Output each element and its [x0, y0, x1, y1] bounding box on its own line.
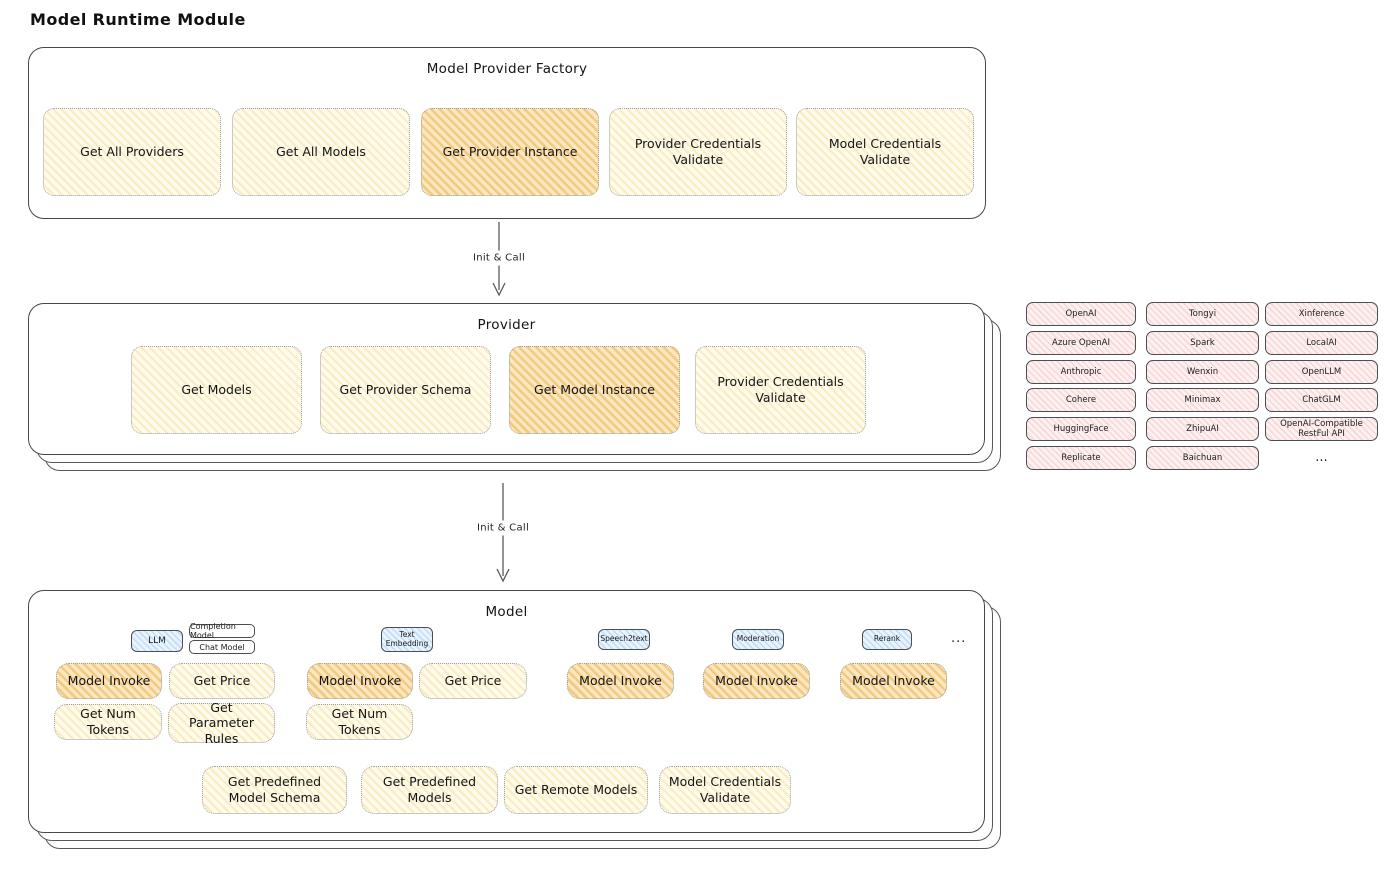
node-get-model-instance: Get Model Instance	[509, 346, 680, 434]
pill-azure-openai: Azure OpenAI	[1026, 331, 1136, 355]
tag-rerank: Rerank	[862, 629, 912, 650]
node-get-all-models: Get All Models	[232, 108, 410, 196]
node-embedding-get-num-tokens: Get Num Tokens	[306, 704, 413, 740]
pill-huggingface: HuggingFace	[1026, 417, 1136, 441]
node-rerank-model-invoke: Model Invoke	[840, 663, 947, 699]
node-get-all-providers: Get All Providers	[43, 108, 221, 196]
pill-openai-compatible-restful-api: OpenAI-Compatible RestFul API	[1265, 417, 1378, 441]
node-llm-model-invoke: Model Invoke	[56, 663, 162, 699]
tag-llm: LLM	[131, 630, 183, 652]
pill-chatglm: ChatGLM	[1265, 388, 1378, 412]
pill-cohere: Cohere	[1026, 388, 1136, 412]
node-speech2text-model-invoke: Model Invoke	[567, 663, 674, 699]
node-provider-credentials-validate: Provider Credentials Validate	[609, 108, 787, 196]
pill-baichuan: Baichuan	[1146, 446, 1259, 470]
tag-speech2text: Speech2text	[598, 629, 650, 650]
arrow-label-init-call-2: Init & Call	[472, 520, 534, 536]
node-llm-get-parameter-rules: Get Parameter Rules	[168, 700, 275, 746]
node-moderation-model-invoke: Model Invoke	[703, 663, 810, 699]
node-embedding-model-invoke: Model Invoke	[307, 663, 413, 699]
provider-list-more: ...	[1315, 450, 1328, 465]
provider-title: Provider	[477, 317, 536, 333]
model-title: Model	[485, 604, 528, 620]
node-get-provider-instance: Get Provider Instance	[421, 108, 599, 196]
pill-spark: Spark	[1146, 331, 1259, 355]
node-provider-credentials-validate-2: Provider Credentials Validate	[695, 346, 866, 434]
node-get-remote-models: Get Remote Models	[504, 766, 648, 814]
node-get-predefined-model-schema: Get Predefined Model Schema	[202, 766, 347, 814]
model-provider-factory-box: Model Provider Factory Get All Providers…	[28, 47, 986, 219]
node-embedding-get-price: Get Price	[419, 663, 527, 699]
tag-chat-model: Chat Model	[189, 640, 255, 654]
tag-completion-model: Completion Model	[189, 622, 255, 640]
node-model-credentials-validate: Model Credentials Validate	[796, 108, 974, 196]
tag-text-embedding: Text Embedding	[381, 627, 433, 652]
arrow-label-init-call-1: Init & Call	[468, 250, 530, 266]
pill-minimax: Minimax	[1146, 388, 1259, 412]
tag-moderation: Moderation	[732, 629, 784, 650]
pill-xinference: Xinference	[1265, 302, 1378, 326]
pill-openllm: OpenLLM	[1265, 360, 1378, 384]
node-llm-get-price: Get Price	[169, 663, 275, 699]
pill-wenxin: Wenxin	[1146, 360, 1259, 384]
node-get-provider-schema: Get Provider Schema	[320, 346, 491, 434]
pill-openai: OpenAI	[1026, 302, 1136, 326]
node-llm-get-num-tokens: Get Num Tokens	[54, 704, 162, 740]
model-types-more: ...	[951, 631, 967, 646]
provider-box: Provider Get Models Get Provider Schema …	[28, 303, 985, 455]
node-get-predefined-models: Get Predefined Models	[361, 766, 498, 814]
pill-tongyi: Tongyi	[1146, 302, 1259, 326]
node-model-credentials-validate-2: Model Credentials Validate	[659, 766, 791, 814]
page-title: Model Runtime Module	[30, 10, 246, 29]
pill-replicate: Replicate	[1026, 446, 1136, 470]
pill-zhipuai: ZhipuAI	[1146, 417, 1259, 441]
pill-anthropic: Anthropic	[1026, 360, 1136, 384]
pill-localai: LocalAI	[1265, 331, 1378, 355]
model-box: Model LLM Completion Model Chat Model Te…	[28, 590, 985, 833]
node-get-models: Get Models	[131, 346, 302, 434]
factory-title: Model Provider Factory	[426, 61, 588, 77]
